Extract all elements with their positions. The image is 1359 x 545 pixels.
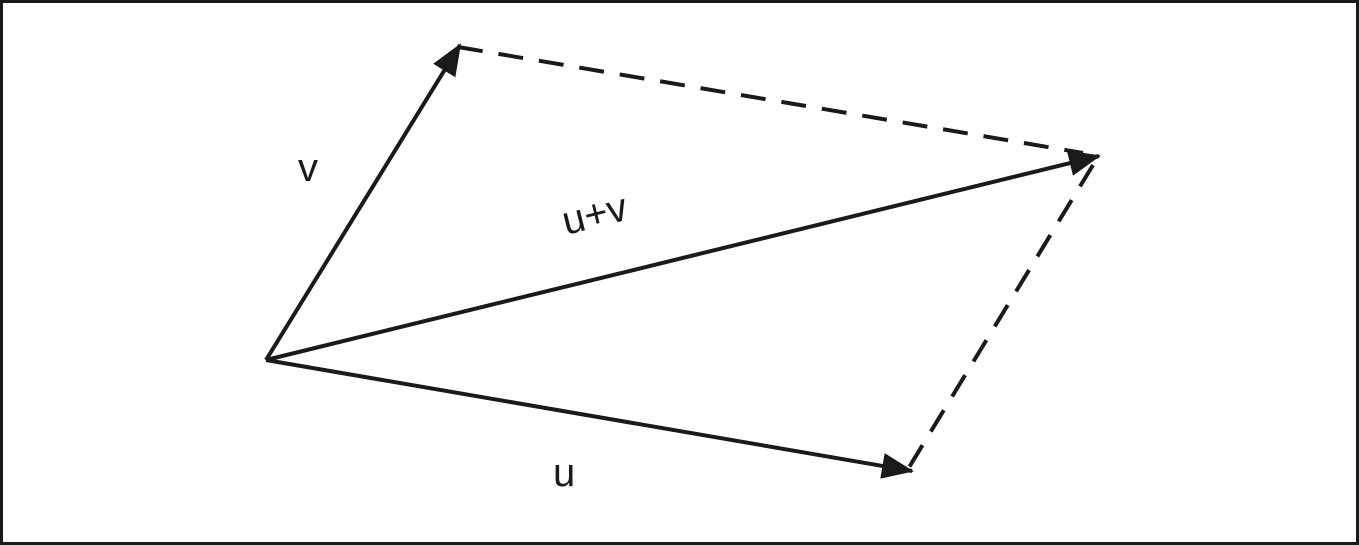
dashed-edge-top <box>457 45 1084 155</box>
vector-sum-arrow <box>265 150 1101 362</box>
diagram-canvas <box>264 43 1101 479</box>
vector-u-arrow <box>265 358 914 479</box>
dashed-edge-right <box>906 163 1095 471</box>
vector-v-arrow <box>264 43 462 362</box>
label-u: u <box>553 451 576 495</box>
label-v: v <box>298 146 318 190</box>
